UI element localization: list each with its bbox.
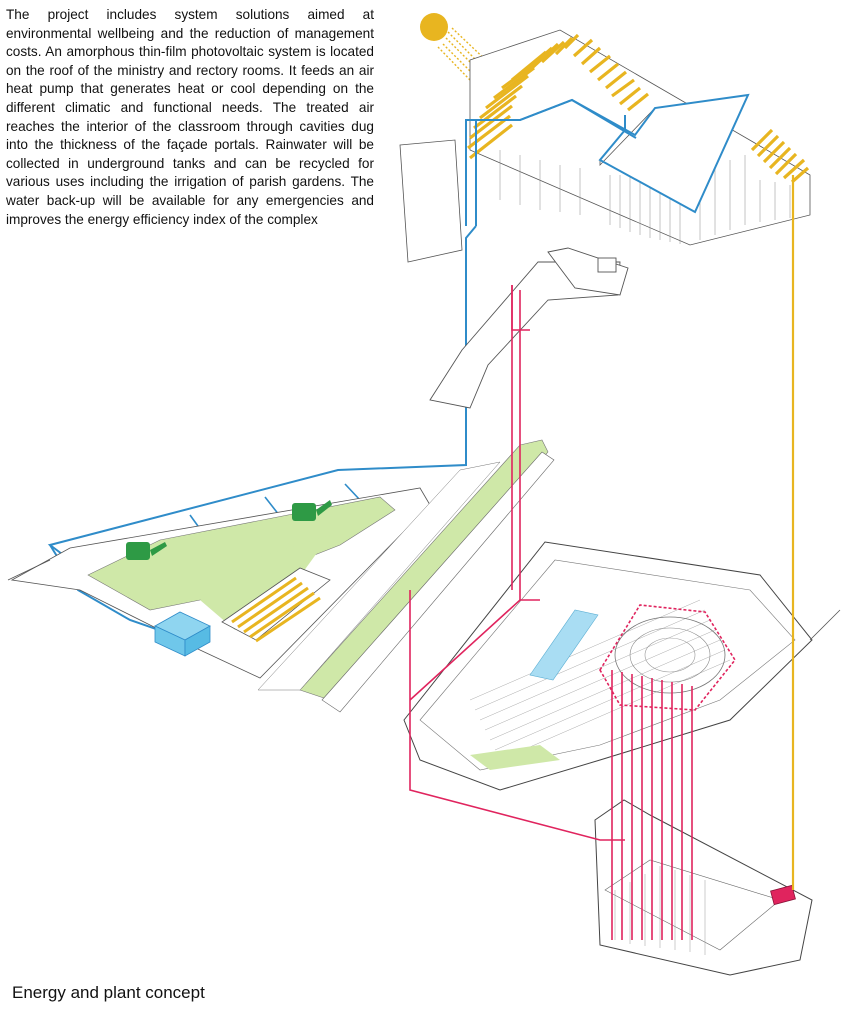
air-duct-main — [47, 225, 477, 561]
rectory-building — [399, 29, 811, 263]
church-plan — [403, 541, 813, 791]
description-text: The project includes system solutions ai… — [6, 7, 374, 227]
watering-can-icon — [126, 500, 332, 560]
heat-pump-icon — [770, 884, 796, 906]
water-pipe-lines — [409, 285, 736, 940]
classroom-block — [429, 247, 629, 409]
air-duct-roof — [465, 98, 637, 226]
green-roof-pavilion — [10, 439, 555, 713]
baptismal-pool — [529, 609, 599, 681]
plant-room — [594, 799, 813, 976]
diagram-caption: Energy and plant concept — [12, 983, 205, 1002]
water-tank-icon — [154, 611, 211, 657]
